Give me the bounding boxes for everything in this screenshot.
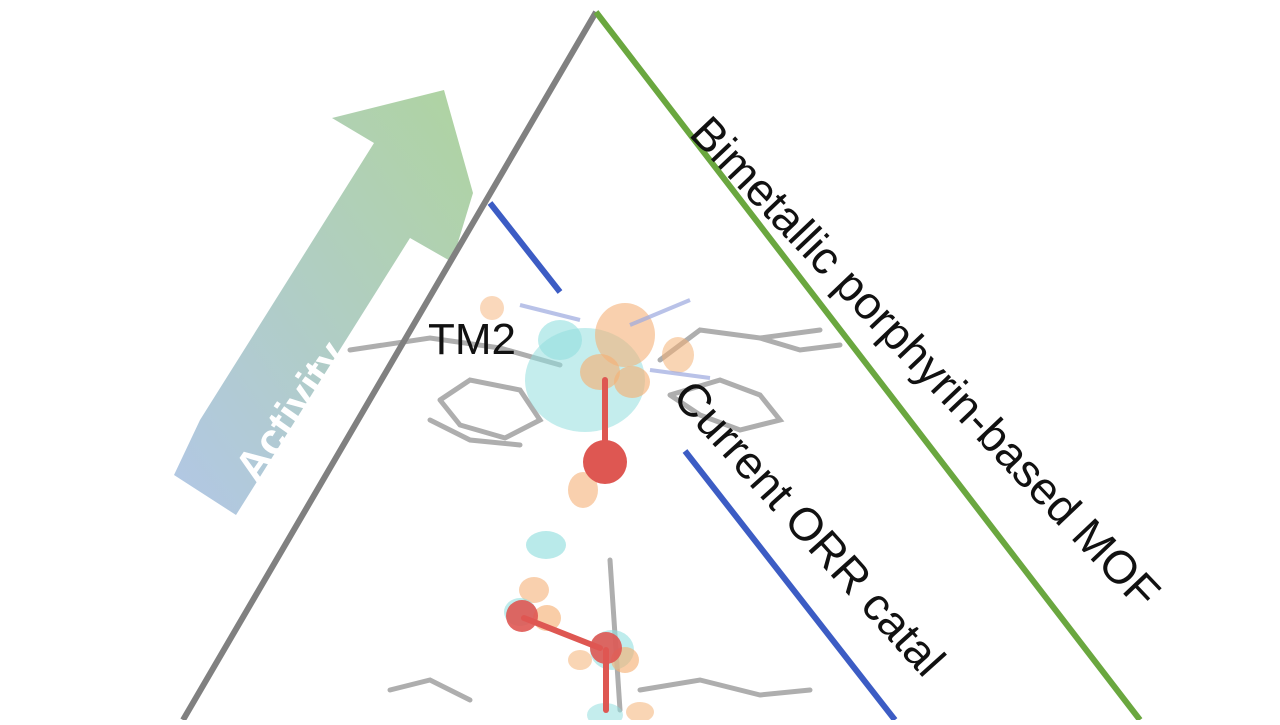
current-catalyst-line-right	[682, 449, 898, 722]
pyramid-right-edge	[593, 10, 1143, 722]
pyramid-left-edge	[180, 10, 599, 722]
activity-arrow-icon	[174, 90, 473, 515]
tm2-label: TM2	[428, 315, 516, 364]
oxygen-atom-icon	[506, 600, 538, 632]
current-catalyst-line-left	[487, 201, 563, 294]
oxygen-atom-icon	[590, 632, 622, 664]
porphyrin-molecule-icon	[347, 296, 843, 725]
oxygen-atom-icon	[583, 440, 627, 484]
